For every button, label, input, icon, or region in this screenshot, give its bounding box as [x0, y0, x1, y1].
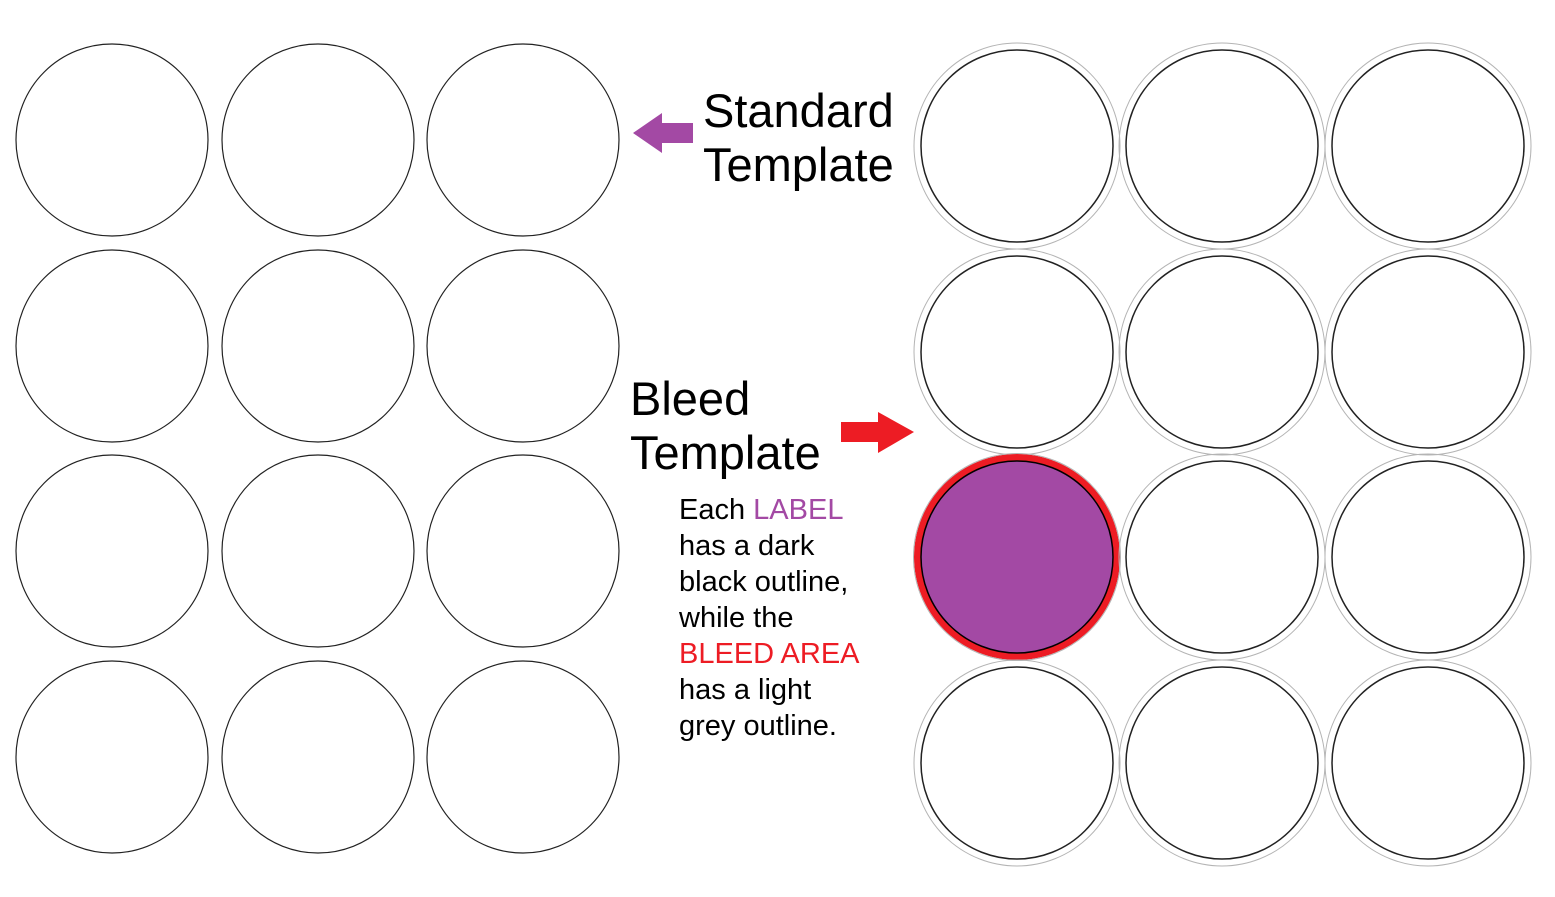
bleed-circle	[1324, 248, 1532, 456]
bleed-title-line1: Bleed	[630, 372, 751, 425]
label-circle	[221, 454, 415, 648]
label-circle	[15, 454, 209, 648]
label-circle	[920, 666, 1114, 860]
arrow-left-icon	[633, 113, 693, 153]
explanation-line-2: has a dark	[679, 530, 815, 562]
label-circle	[1125, 49, 1319, 243]
label-circle	[221, 660, 415, 854]
explanation-line-7: grey outline.	[679, 710, 837, 742]
label-circle	[1125, 666, 1319, 860]
label-circle	[15, 43, 209, 237]
label-circle	[426, 660, 620, 854]
label-circle	[1331, 460, 1525, 654]
standard-title-line2: Template	[703, 138, 894, 191]
highlighted-label-circle	[920, 460, 1114, 654]
bleed-circle	[1118, 42, 1326, 250]
bleed-template-grid	[913, 42, 1532, 867]
label-circle	[1125, 255, 1319, 449]
bleed-area-keyword: BLEED AREA	[679, 638, 860, 670]
label-circle	[1125, 460, 1319, 654]
explanation-line-1: Each LABEL	[679, 492, 860, 528]
bleed-circle	[1118, 248, 1326, 456]
label-circle	[426, 249, 620, 443]
label-circle	[15, 249, 209, 443]
label-keyword: LABEL	[753, 494, 844, 526]
bleed-circle	[1324, 453, 1532, 661]
arrow-right-icon	[841, 412, 914, 453]
standard-template-grid	[15, 43, 620, 854]
standard-template-title: Standard Template	[703, 84, 894, 192]
bleed-template-title: Bleed Template	[630, 372, 821, 480]
explanation-line-3: black outline,	[679, 566, 849, 598]
bleed-circle	[913, 248, 1121, 456]
explanation-line-6: has a light	[679, 674, 812, 706]
label-circle	[1331, 49, 1525, 243]
explanation-each: Each	[679, 494, 754, 526]
label-circle	[426, 454, 620, 648]
bleed-circle	[1118, 453, 1326, 661]
standard-title-line1: Standard	[703, 84, 894, 137]
label-circle	[1331, 666, 1525, 860]
label-circle	[426, 43, 620, 237]
bleed-title-line2: Template	[630, 426, 821, 479]
bleed-circle	[913, 42, 1121, 250]
explanation-line-4: while the	[679, 602, 794, 634]
explanation-text: Each LABEL has a dark black outline, whi…	[679, 492, 860, 744]
bleed-circle	[1324, 42, 1532, 250]
bleed-circle	[1324, 659, 1532, 867]
label-circle	[1331, 255, 1525, 449]
label-circle	[221, 249, 415, 443]
label-circle	[920, 49, 1114, 243]
label-circle	[221, 43, 415, 237]
label-circle	[15, 660, 209, 854]
bleed-circle	[913, 659, 1121, 867]
bleed-circle	[1118, 659, 1326, 867]
label-circle	[920, 255, 1114, 449]
